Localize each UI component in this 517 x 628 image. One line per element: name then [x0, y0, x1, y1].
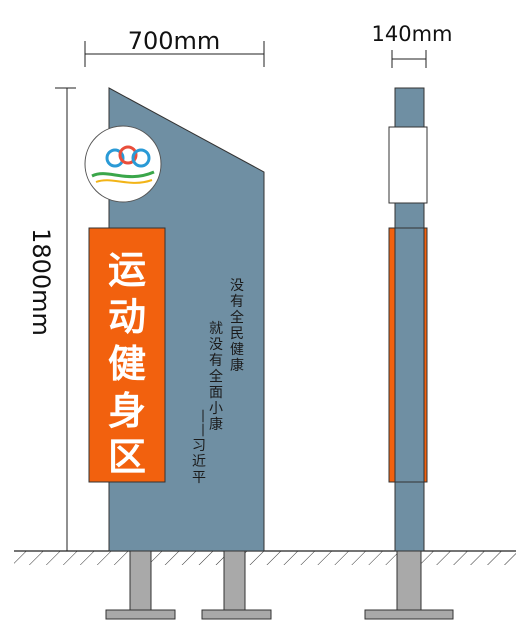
quote-char: 面: [209, 385, 223, 401]
title-board: [88, 227, 166, 483]
side-post: [396, 550, 422, 612]
quote-char: 有: [209, 353, 223, 369]
height-dimension: 1800mm: [27, 87, 76, 551]
title-char: 动: [108, 295, 146, 339]
side-width-dimension: 140mm: [372, 22, 453, 68]
quote-char: 就: [209, 321, 223, 337]
front-post-right: [223, 550, 246, 612]
quote-column-2: 就 没 有 全 面 小 康: [209, 321, 223, 433]
quote-char: 民: [230, 326, 244, 342]
width-dimension: 700mm: [84, 27, 265, 67]
title-char: 身: [108, 389, 146, 433]
attribution-dash: ——: [195, 409, 211, 437]
attribution: —— 习 近 平: [192, 409, 211, 486]
front-supports: [105, 550, 272, 620]
side-foot: [364, 609, 454, 620]
quote-char: 健: [230, 342, 244, 358]
title-char: 运: [108, 248, 146, 292]
quote-char: 全: [230, 309, 244, 326]
attribution-char: 平: [192, 470, 206, 486]
front-foot-right: [201, 609, 272, 620]
ground-hatch: [14, 551, 516, 565]
height-label: 1800mm: [27, 228, 55, 336]
quote-char: 有: [230, 294, 244, 310]
title-text: 运 动 健 身 区: [108, 248, 146, 479]
quote-char: 小: [209, 401, 223, 417]
quote-column-1: 没 有 全 民 健 康: [230, 278, 244, 374]
quote-char: 没: [209, 337, 223, 353]
side-logo-plate: [388, 126, 428, 204]
title-char: 健: [108, 342, 146, 386]
side-view: [364, 87, 454, 620]
attribution-char: 习: [192, 438, 206, 454]
width-label: 700mm: [128, 27, 221, 55]
title-char: 区: [108, 435, 146, 479]
quote-char: 全: [209, 368, 223, 385]
quote-char: 没: [230, 278, 244, 294]
side-panel-overlay: [394, 227, 425, 483]
front-foot-left: [105, 609, 176, 620]
quote-char: 康: [230, 357, 244, 374]
attribution-char: 近: [192, 454, 206, 470]
front-post-left: [129, 550, 152, 612]
quote-char: 康: [209, 416, 223, 433]
side-width-label: 140mm: [372, 22, 453, 46]
fitness-logo-icon: [84, 125, 162, 203]
ground: [14, 550, 516, 565]
